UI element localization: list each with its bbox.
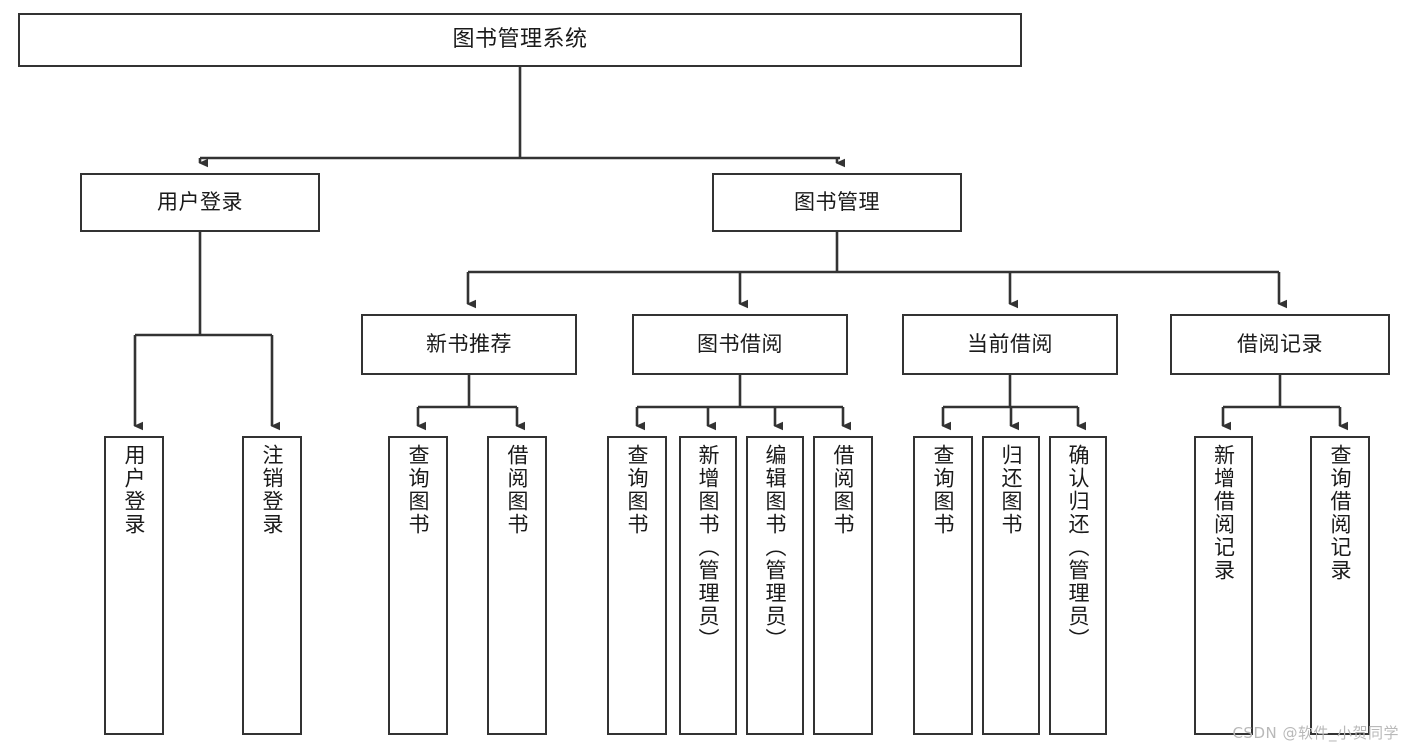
node-book-borrow-label: 图书借阅	[697, 332, 783, 357]
node-leaf-return-book[interactable]: 归还图书	[982, 436, 1040, 735]
node-leaf-query-book-current[interactable]: 查询图书	[913, 436, 973, 735]
node-leaf-confirm-return-admin[interactable]: 确认归还（管理员）	[1049, 436, 1107, 735]
node-leaf-borrow-book-borrow-label: 借阅图书	[831, 444, 856, 536]
node-leaf-query-borrow-record-label: 查询借阅记录	[1328, 444, 1353, 582]
node-new-book-recommend[interactable]: 新书推荐	[361, 314, 577, 375]
node-borrow-record[interactable]: 借阅记录	[1170, 314, 1390, 375]
node-leaf-user-login-label: 用户登录	[122, 444, 147, 536]
node-leaf-confirm-return-admin-label: 确认归还（管理员）	[1066, 444, 1091, 651]
node-leaf-return-book-label: 归还图书	[999, 444, 1024, 536]
node-leaf-query-book-borrow-label: 查询图书	[625, 444, 650, 536]
node-leaf-query-book-borrow[interactable]: 查询图书	[607, 436, 667, 735]
node-leaf-logout-login-label: 注销登录	[260, 444, 285, 536]
watermark-text: CSDN @软件_小贺同学	[1232, 724, 1399, 742]
node-leaf-logout-login[interactable]: 注销登录	[242, 436, 302, 735]
node-leaf-edit-book-admin[interactable]: 编辑图书（管理员）	[746, 436, 804, 735]
node-root[interactable]: 图书管理系统	[18, 13, 1022, 67]
node-leaf-query-book-recommend[interactable]: 查询图书	[388, 436, 448, 735]
node-current-borrow[interactable]: 当前借阅	[902, 314, 1118, 375]
node-user-login-label: 用户登录	[157, 190, 243, 215]
node-leaf-add-book-admin-label: 新增图书（管理员）	[696, 444, 721, 651]
node-user-login[interactable]: 用户登录	[80, 173, 320, 232]
node-leaf-add-borrow-record[interactable]: 新增借阅记录	[1194, 436, 1253, 735]
node-current-borrow-label: 当前借阅	[967, 332, 1053, 357]
node-new-book-recommend-label: 新书推荐	[426, 332, 512, 357]
node-borrow-record-label: 借阅记录	[1237, 332, 1323, 357]
node-book-borrow[interactable]: 图书借阅	[632, 314, 848, 375]
node-leaf-query-book-current-label: 查询图书	[931, 444, 956, 536]
node-root-label: 图书管理系统	[452, 27, 588, 53]
node-leaf-add-borrow-record-label: 新增借阅记录	[1211, 444, 1236, 582]
node-leaf-add-book-admin[interactable]: 新增图书（管理员）	[679, 436, 737, 735]
node-leaf-edit-book-admin-label: 编辑图书（管理员）	[763, 444, 788, 651]
node-book-manage-label: 图书管理	[794, 190, 880, 215]
node-leaf-query-book-recommend-label: 查询图书	[406, 444, 431, 536]
node-leaf-borrow-book-recommend[interactable]: 借阅图书	[487, 436, 547, 735]
node-leaf-borrow-book-borrow[interactable]: 借阅图书	[813, 436, 873, 735]
node-book-manage[interactable]: 图书管理	[712, 173, 962, 232]
node-leaf-borrow-book-recommend-label: 借阅图书	[505, 444, 530, 536]
node-leaf-query-borrow-record[interactable]: 查询借阅记录	[1310, 436, 1370, 735]
node-leaf-user-login[interactable]: 用户登录	[104, 436, 164, 735]
